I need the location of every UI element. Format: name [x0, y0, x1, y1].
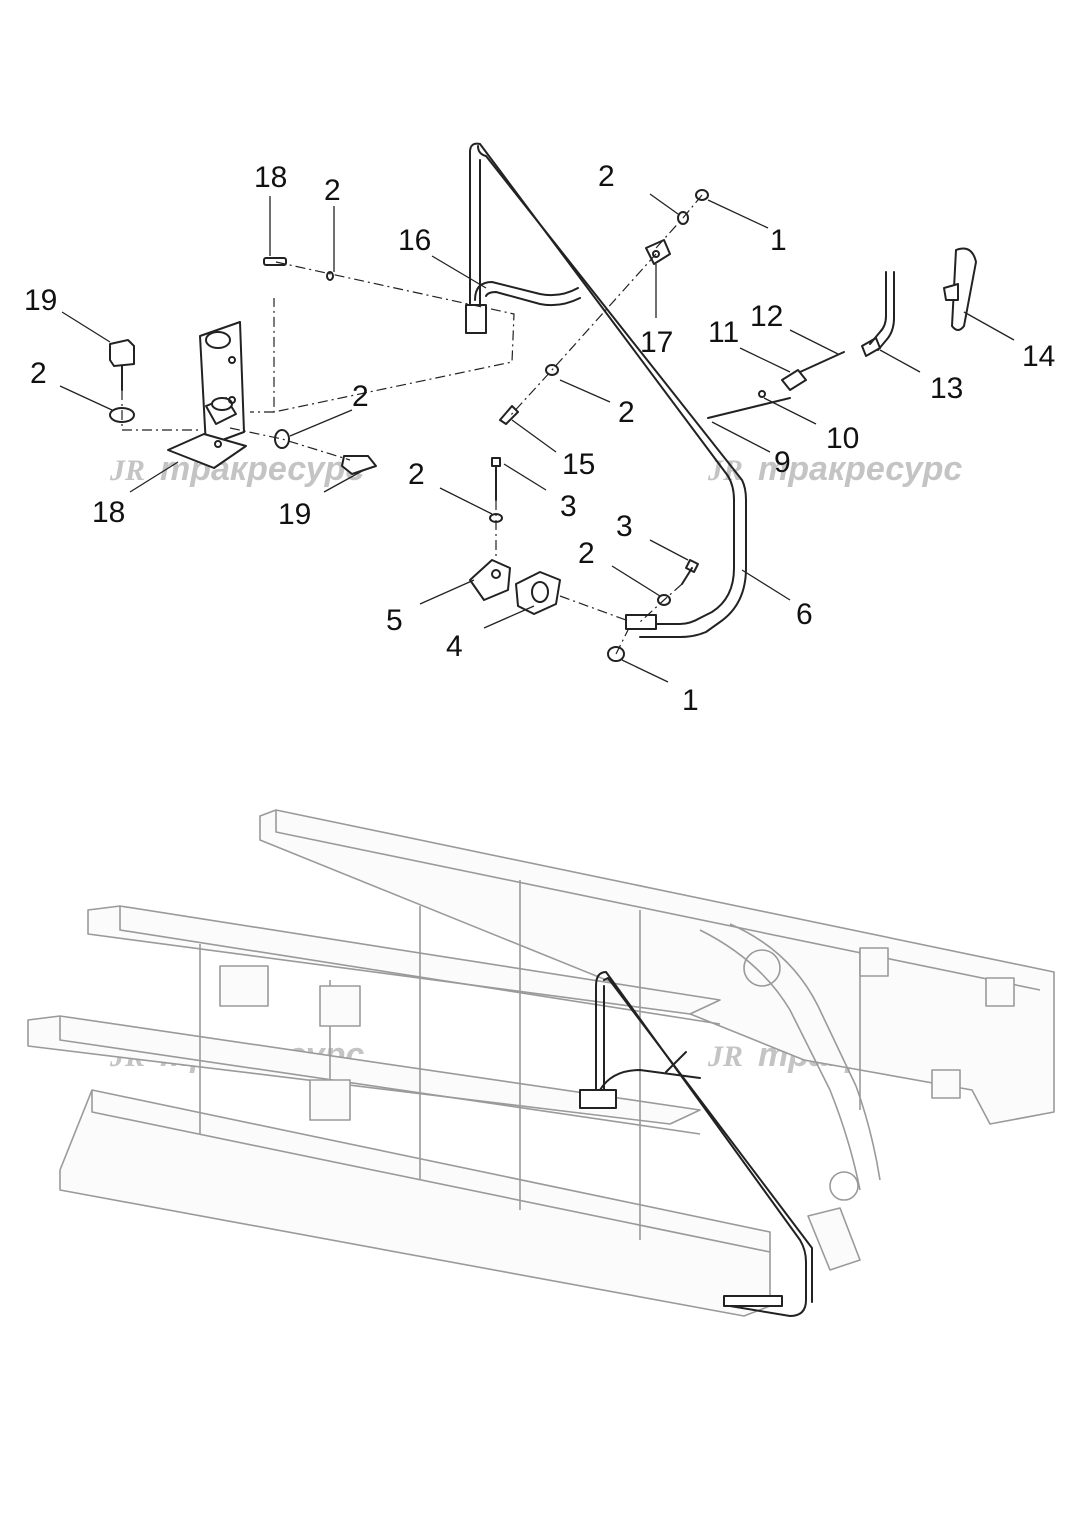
mirror-part-12: [943, 247, 977, 331]
callout-8: 10: [826, 422, 859, 455]
watermark-logo: JR: [707, 1040, 743, 1073]
callout-2: 2: [324, 174, 341, 207]
callout-19: 19: [278, 498, 311, 531]
linkage-parts-7-11: [707, 271, 895, 419]
exploded-view: 18 2 16 2 1 17 19 2 2 2 15 11 12 13 14 1…: [24, 142, 1055, 717]
callout-17: 18: [92, 496, 125, 529]
pin-part-13: [499, 405, 519, 425]
washer-part-2: [109, 211, 689, 606]
bracket-part-5: [469, 559, 511, 601]
bracket-part-17: [167, 321, 247, 469]
callout-2: 2: [578, 537, 595, 570]
callout-11: 13: [930, 372, 963, 405]
callout-7: 9: [774, 446, 791, 479]
callout-14: 16: [398, 224, 431, 257]
watermark-text: тракресурс: [758, 450, 962, 488]
watermark-logo: JR: [109, 454, 145, 487]
callout-6: 6: [796, 598, 813, 631]
callout-2: 2: [598, 160, 615, 193]
callout-labels: 18 2 16 2 1 17 19 2 2 2 15 11 12 13 14 1…: [24, 160, 1055, 717]
rubber-block-part-4: [515, 571, 561, 615]
callout-2: 2: [408, 458, 425, 491]
callout-9: 11: [708, 316, 739, 349]
leader-lines: [59, 193, 1015, 683]
watermark-top-left: JR тракресурс: [109, 450, 364, 488]
callout-12: 14: [1022, 340, 1055, 373]
callout-3: 3: [560, 490, 577, 523]
callout-1: 1: [682, 684, 699, 717]
handrail-tube-part-6: [465, 142, 747, 638]
callout-2: 2: [352, 380, 369, 413]
callout-16: 18: [254, 161, 287, 194]
callout-15: 17: [640, 326, 673, 359]
callout-2: 2: [618, 396, 635, 429]
callout-5: 5: [386, 604, 403, 637]
callout-13: 15: [562, 448, 595, 481]
assembly-lines: [121, 194, 703, 655]
callout-2: 2: [30, 357, 47, 390]
callout-18: 19: [24, 284, 57, 317]
callout-4: 4: [446, 630, 463, 663]
callout-3: 3: [616, 510, 633, 543]
bolt-part-18: [109, 339, 135, 391]
chassis-assembly-view: [27, 809, 1055, 1317]
bolt-part-3: [491, 457, 699, 585]
watermark-top-right: JR тракресурс: [707, 450, 962, 488]
callout-1: 1: [770, 224, 787, 257]
callout-10: 12: [750, 300, 783, 333]
